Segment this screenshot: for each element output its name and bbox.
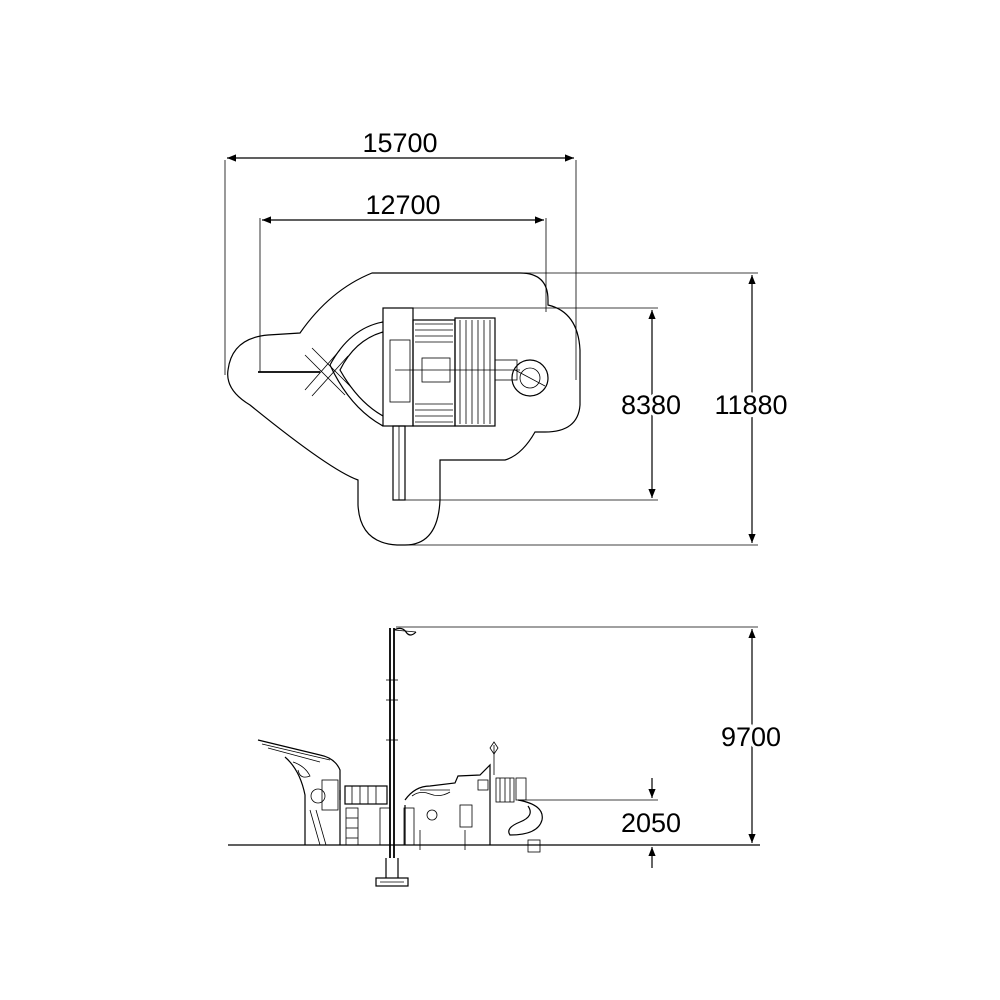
dimension-structure-depth: 8380 [385, 307, 684, 501]
ship-bow [257, 739, 359, 846]
safety-zone-outline [227, 272, 581, 546]
dimension-label-8380: 8380 [621, 390, 681, 420]
side-view: 9700 2050 [228, 626, 784, 887]
dimension-total-height: 9700 [396, 626, 784, 843]
dimension-label-9700: 9700 [721, 722, 781, 752]
rope-bridge [344, 785, 415, 846]
dimension-label-2050: 2050 [621, 808, 681, 838]
dimension-inner-width: 12700 [259, 190, 547, 372]
dimension-label-12700: 12700 [365, 190, 440, 220]
ship-stern [404, 741, 515, 850]
dimension-platform-height: 2050 [520, 778, 681, 868]
dimension-overall-depth: 11880 [400, 272, 791, 546]
plan-view: 15700 12700 8380 11880 [224, 128, 791, 546]
dimension-label-11880: 11880 [714, 390, 787, 420]
plan-structure [258, 307, 549, 501]
dimension-label-15700: 15700 [362, 128, 437, 158]
dimension-overall-width: 15700 [224, 128, 577, 380]
mast [375, 627, 417, 887]
spiral-slide [508, 777, 543, 853]
